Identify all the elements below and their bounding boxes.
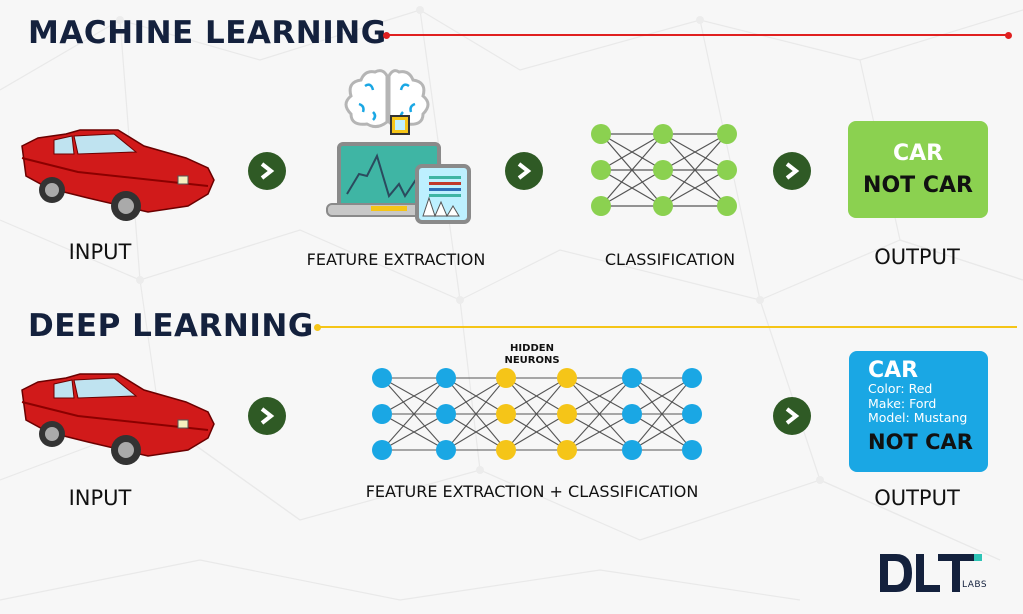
dl-output-not-car: NOT CAR xyxy=(868,429,973,454)
divider-end-dot xyxy=(1005,31,1012,39)
dl-output-attr-model: Model: Mustang xyxy=(868,410,968,425)
dl-output-box: CAR Color: Red Make: Ford Model: Mustang… xyxy=(849,351,988,472)
deep-neural-network xyxy=(372,368,702,460)
red-car-input-image xyxy=(21,373,215,465)
dl-output-car: CAR xyxy=(868,358,919,383)
next-arrow-icon xyxy=(785,162,800,180)
machine-learning-divider xyxy=(383,31,1012,39)
ml-arrow-3 xyxy=(773,152,811,190)
ml-output-car: CAR xyxy=(892,141,944,166)
dl-arrow-1 xyxy=(248,397,286,435)
dlt-labs-logo: LABS xyxy=(878,552,988,598)
dlt-labs-logo-icon xyxy=(880,554,982,592)
ml-output-label: OUTPUT xyxy=(874,245,960,269)
next-arrow-icon xyxy=(260,162,275,180)
deep-learning-title: DEEP LEARNING xyxy=(28,308,314,344)
deep-learning-divider xyxy=(314,323,1017,331)
logo-labs-text: LABS xyxy=(962,580,988,590)
next-arrow-icon xyxy=(260,407,275,425)
ml-output-not-car: NOT CAR xyxy=(863,173,973,198)
red-car-input-image xyxy=(21,129,215,221)
dl-output-label: OUTPUT xyxy=(874,486,960,510)
dl-output-attr-make: Make: Ford xyxy=(868,395,937,411)
hidden-label-line1: HIDDEN xyxy=(510,343,554,354)
next-arrow-icon xyxy=(517,162,532,180)
feature-extraction-label: FEATURE EXTRACTION xyxy=(306,250,486,269)
hidden-label-line2: NEURONS xyxy=(504,355,560,366)
divider-start-dot xyxy=(314,323,321,331)
ml-input-label: INPUT xyxy=(68,240,132,264)
hidden-neurons-label: HIDDEN NEURONS xyxy=(504,343,559,367)
feature-extraction-illustration xyxy=(326,69,471,224)
classification-label: CLASSIFICATION xyxy=(604,250,736,269)
classification-neural-network xyxy=(591,124,737,216)
tablet-icon xyxy=(415,164,471,224)
ml-output-box: CAR NOT CAR xyxy=(848,121,988,218)
dl-output-attr-color: Color: Red xyxy=(868,381,933,396)
ml-arrow-2 xyxy=(505,152,543,190)
dl-arrow-2 xyxy=(773,397,811,435)
brain-icon xyxy=(344,69,430,135)
ml-arrow-1 xyxy=(248,152,286,190)
dl-input-label: INPUT xyxy=(68,486,132,510)
feature-extraction-classification-label: FEATURE EXTRACTION + CLASSIFICATION xyxy=(365,482,699,501)
divider-start-dot xyxy=(383,31,390,39)
next-arrow-icon xyxy=(785,407,800,425)
machine-learning-title: MACHINE LEARNING xyxy=(28,15,387,51)
